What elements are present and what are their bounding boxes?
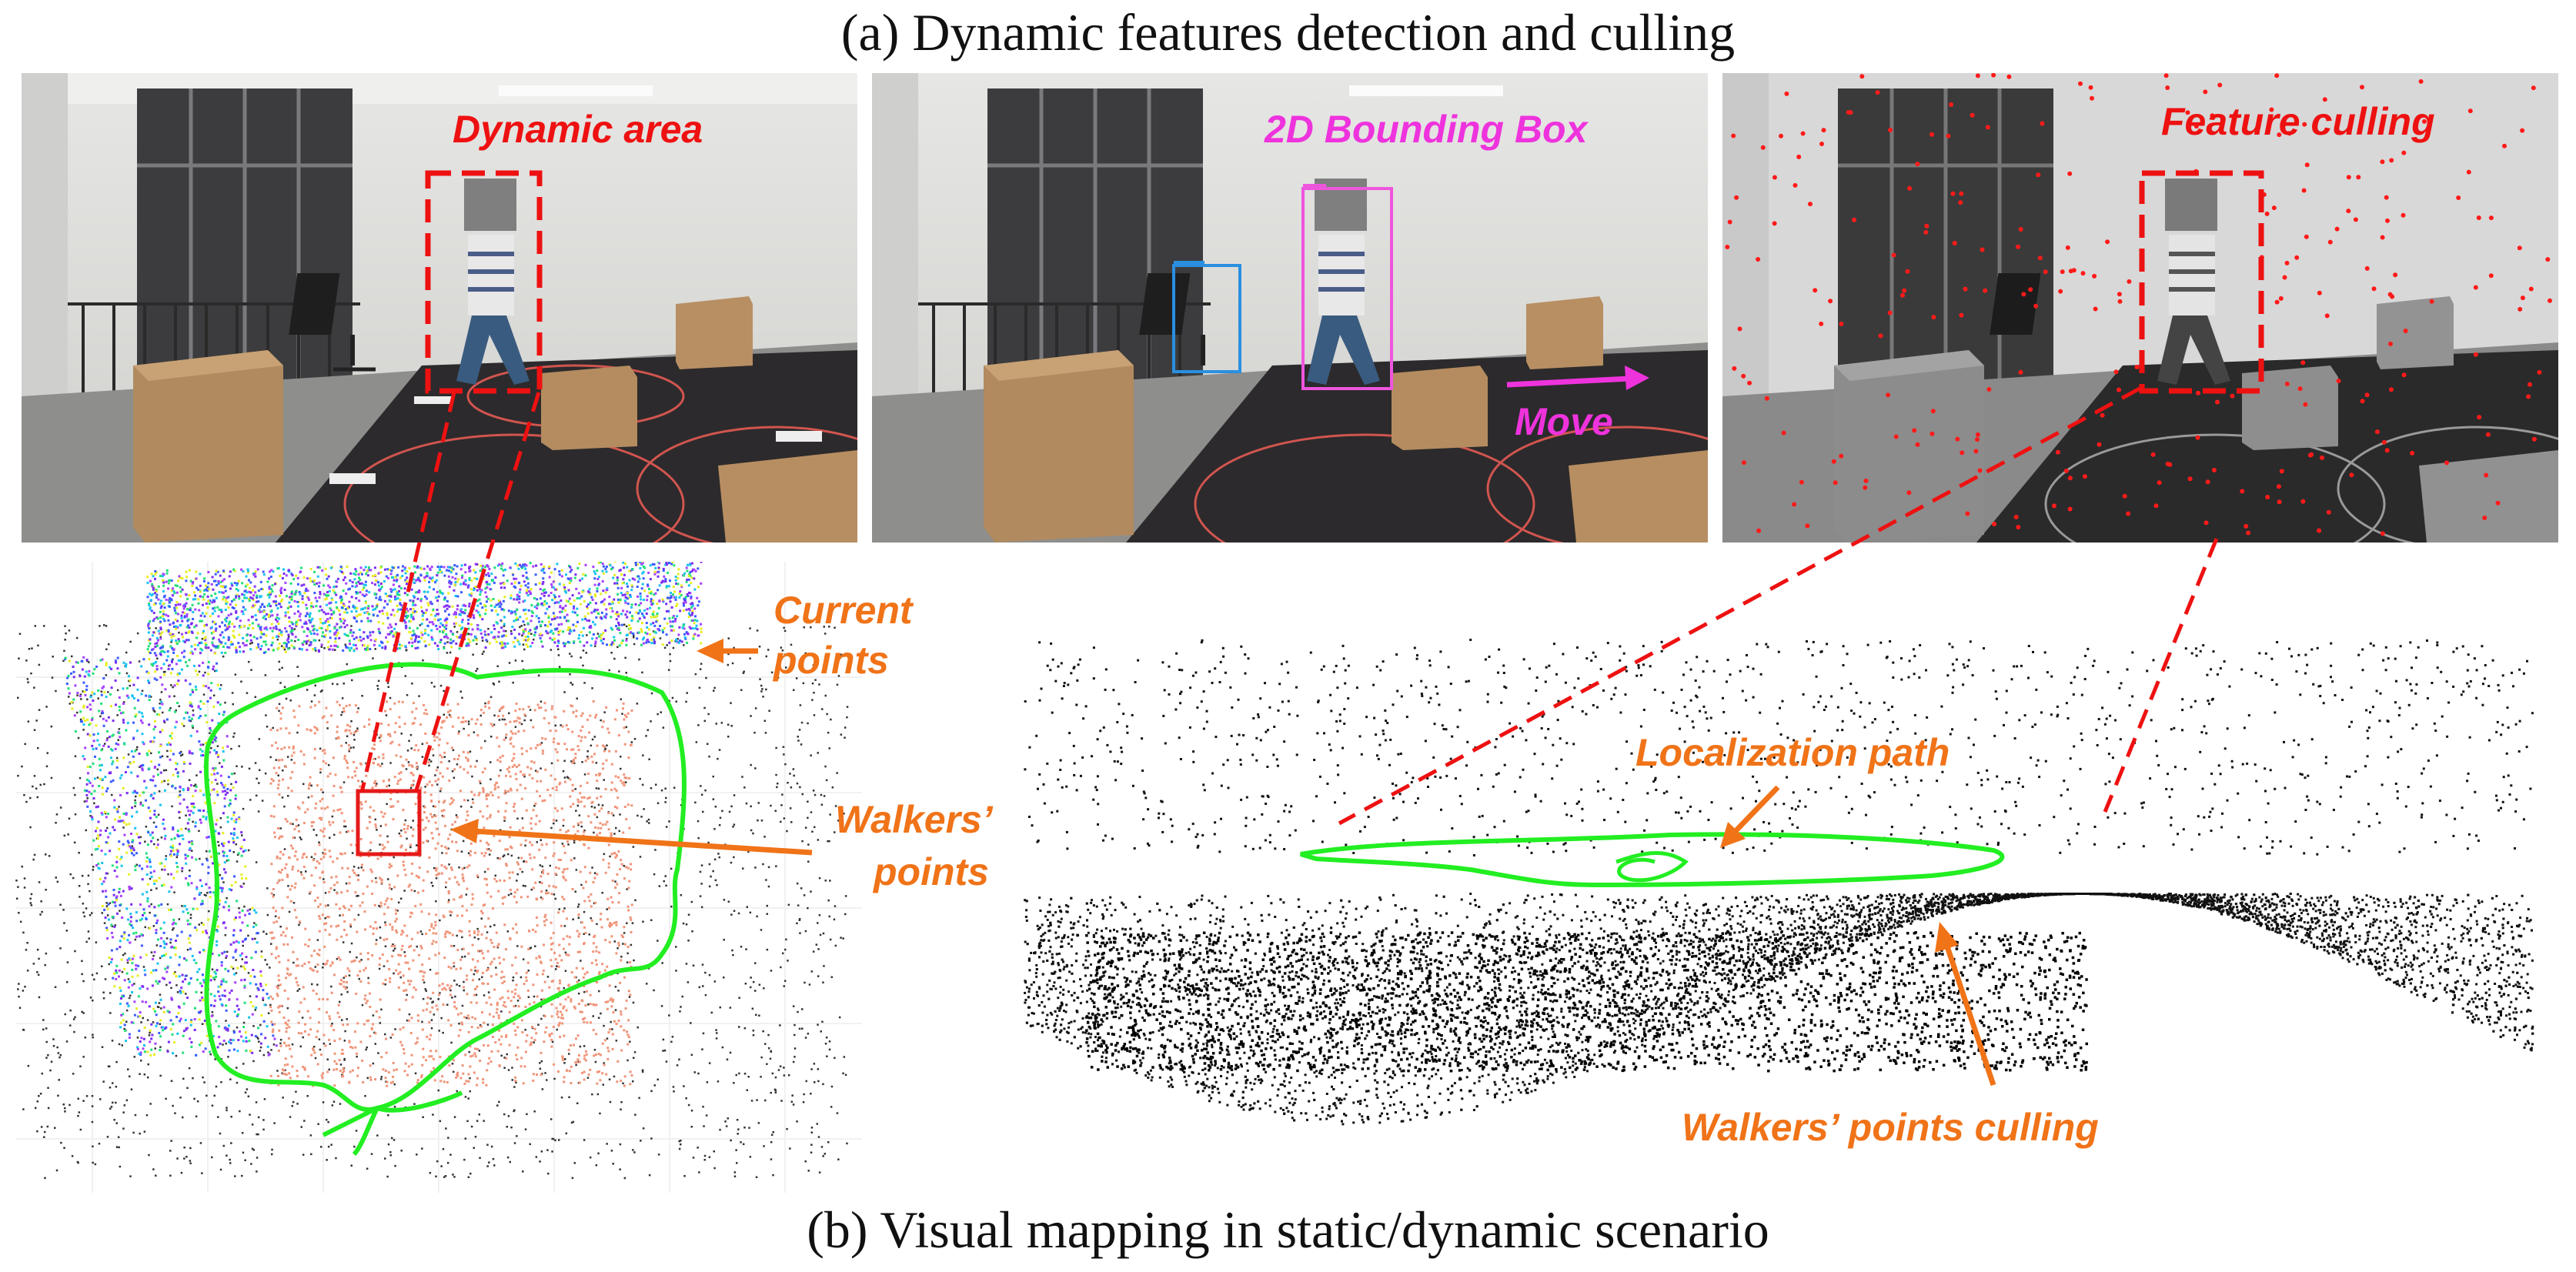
photo-dynamic-area: Dynamic area bbox=[22, 73, 857, 543]
bottom-caption: (b) Visual mapping in static/dynamic sce… bbox=[807, 1200, 1769, 1259]
move-label: Move bbox=[1515, 400, 1613, 443]
photo-feature-culling: Feature culling bbox=[1722, 73, 2558, 543]
dynamic-area-label: Dynamic area bbox=[453, 108, 703, 151]
dynamic-map bbox=[993, 631, 2563, 1170]
walkers-points-label-line2: points bbox=[872, 850, 989, 893]
feature-culling-label: Feature culling bbox=[2161, 100, 2435, 143]
bounding-box-label: 2D Bounding Box bbox=[1264, 108, 1589, 151]
top-caption: (a) Dynamic features detection and culli… bbox=[840, 3, 1736, 62]
photo-bounding-box: 2D Bounding Box Move bbox=[872, 73, 1708, 543]
static-map bbox=[15, 559, 862, 1193]
